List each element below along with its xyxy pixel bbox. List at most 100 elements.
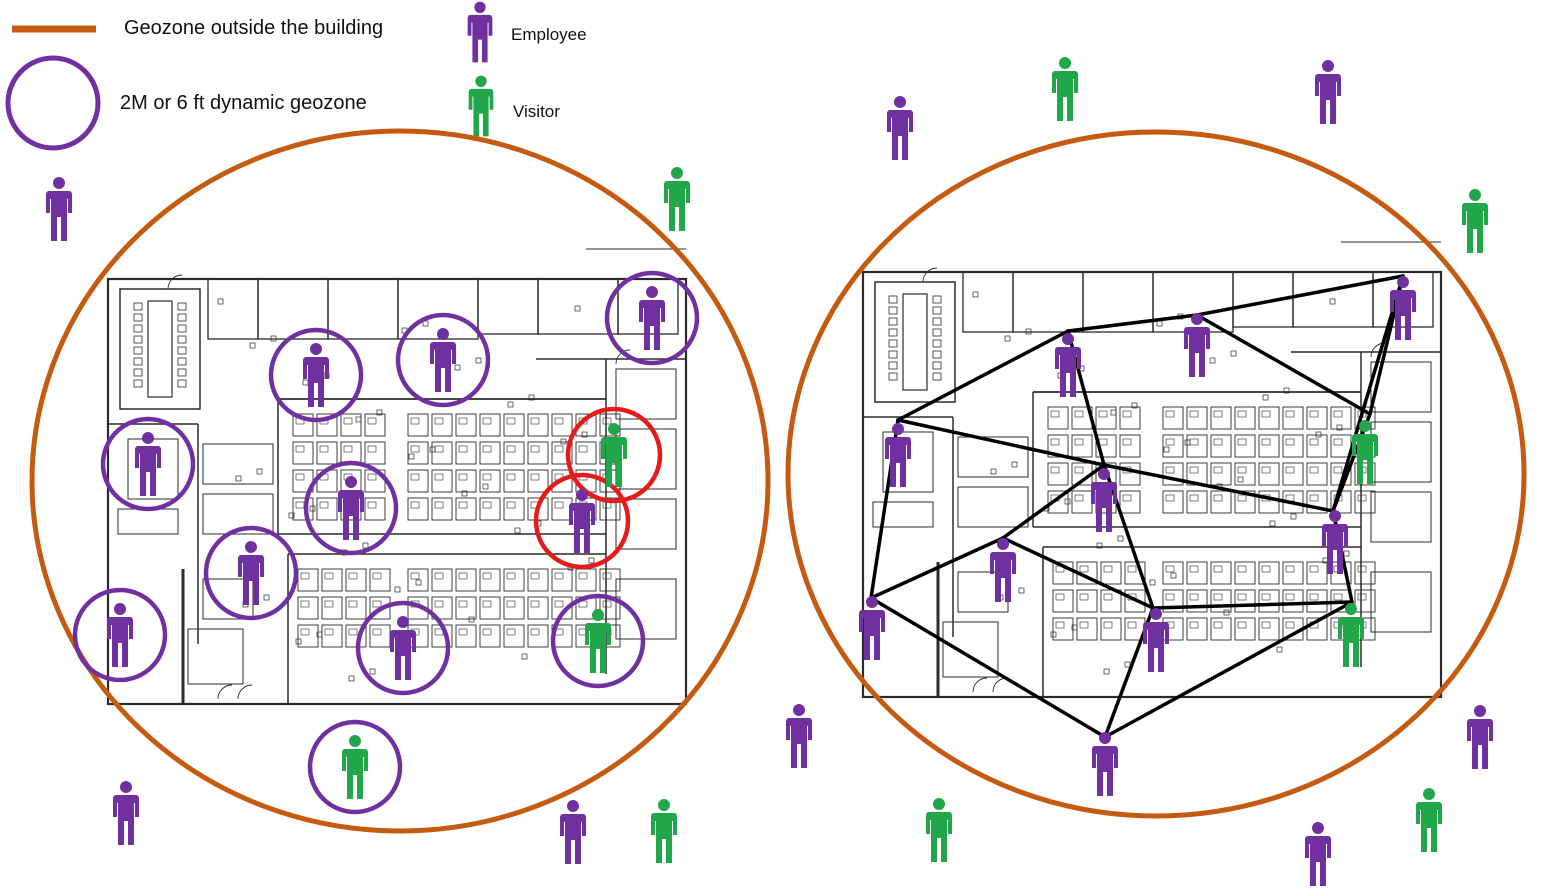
room bbox=[435, 418, 443, 424]
room bbox=[178, 358, 186, 365]
room bbox=[368, 474, 376, 480]
room bbox=[1286, 622, 1294, 628]
room bbox=[459, 629, 467, 635]
dynamic-geozone-swatch-icon bbox=[8, 58, 98, 148]
room bbox=[346, 597, 366, 619]
room bbox=[178, 347, 186, 354]
chair bbox=[1157, 321, 1162, 326]
room bbox=[178, 303, 186, 310]
room bbox=[346, 569, 366, 591]
room bbox=[432, 569, 452, 591]
room bbox=[480, 625, 500, 647]
room bbox=[1190, 566, 1198, 572]
employee-person-icon bbox=[887, 96, 913, 160]
room bbox=[365, 414, 385, 436]
room bbox=[408, 498, 428, 520]
room bbox=[1166, 566, 1174, 572]
door-swing bbox=[973, 678, 987, 692]
room bbox=[933, 362, 941, 369]
room bbox=[478, 279, 538, 334]
room bbox=[555, 446, 563, 452]
room bbox=[1262, 594, 1270, 600]
room bbox=[1214, 467, 1222, 473]
visitor-person-icon bbox=[601, 423, 627, 487]
room bbox=[1211, 562, 1231, 584]
room bbox=[555, 601, 563, 607]
room bbox=[555, 573, 563, 579]
network-link bbox=[1197, 276, 1403, 315]
room bbox=[531, 601, 539, 607]
room bbox=[344, 446, 352, 452]
chair bbox=[409, 454, 414, 459]
room bbox=[889, 340, 897, 347]
room bbox=[373, 601, 381, 607]
chair bbox=[515, 528, 520, 533]
room bbox=[118, 509, 178, 534]
room bbox=[1048, 407, 1068, 429]
room bbox=[1358, 566, 1366, 572]
room bbox=[1101, 562, 1121, 584]
chair bbox=[1344, 551, 1349, 556]
mesh-network-panel bbox=[786, 57, 1524, 886]
room bbox=[1211, 590, 1231, 612]
room bbox=[1293, 272, 1373, 327]
room bbox=[328, 279, 398, 339]
chair bbox=[236, 476, 241, 481]
room bbox=[528, 569, 548, 591]
room bbox=[933, 318, 941, 325]
room bbox=[528, 625, 548, 647]
network-link bbox=[1068, 315, 1197, 331]
room bbox=[483, 601, 491, 607]
room bbox=[1053, 590, 1073, 612]
room bbox=[1166, 439, 1174, 445]
room bbox=[1211, 407, 1231, 429]
room bbox=[1259, 407, 1279, 429]
room bbox=[1283, 435, 1303, 457]
employee-person-icon bbox=[46, 177, 72, 241]
room bbox=[480, 569, 500, 591]
network-link bbox=[1104, 465, 1333, 511]
room bbox=[178, 380, 186, 387]
room bbox=[1101, 618, 1121, 640]
room bbox=[875, 282, 955, 402]
room bbox=[148, 301, 172, 397]
employee-person-icon bbox=[338, 476, 364, 540]
room bbox=[1187, 562, 1207, 584]
visitor-person-icon bbox=[651, 799, 677, 863]
chair bbox=[257, 469, 262, 474]
room bbox=[1051, 439, 1059, 445]
room bbox=[298, 597, 318, 619]
room bbox=[325, 573, 333, 579]
chair bbox=[296, 639, 301, 644]
room bbox=[507, 601, 515, 607]
room bbox=[1259, 435, 1279, 457]
room bbox=[507, 446, 515, 452]
room bbox=[435, 573, 443, 579]
chair bbox=[1164, 447, 1169, 452]
room bbox=[504, 625, 524, 647]
room bbox=[456, 569, 476, 591]
room bbox=[483, 418, 491, 424]
chair bbox=[1291, 514, 1296, 519]
room bbox=[1334, 411, 1342, 417]
room bbox=[480, 442, 500, 464]
room bbox=[1013, 272, 1083, 332]
room bbox=[1080, 594, 1088, 600]
chair bbox=[395, 587, 400, 592]
room bbox=[1056, 622, 1064, 628]
room bbox=[408, 414, 428, 436]
chair bbox=[1118, 536, 1123, 541]
room bbox=[344, 418, 352, 424]
room bbox=[349, 573, 357, 579]
room bbox=[504, 597, 524, 619]
room bbox=[531, 418, 539, 424]
room bbox=[1080, 566, 1088, 572]
legend: Geozone outside the building 2M or 6 ft … bbox=[8, 2, 587, 148]
room bbox=[504, 414, 524, 436]
chair bbox=[1125, 662, 1130, 667]
room bbox=[365, 442, 385, 464]
room bbox=[1262, 566, 1270, 572]
room bbox=[507, 418, 515, 424]
room bbox=[480, 498, 500, 520]
room bbox=[1238, 566, 1246, 572]
